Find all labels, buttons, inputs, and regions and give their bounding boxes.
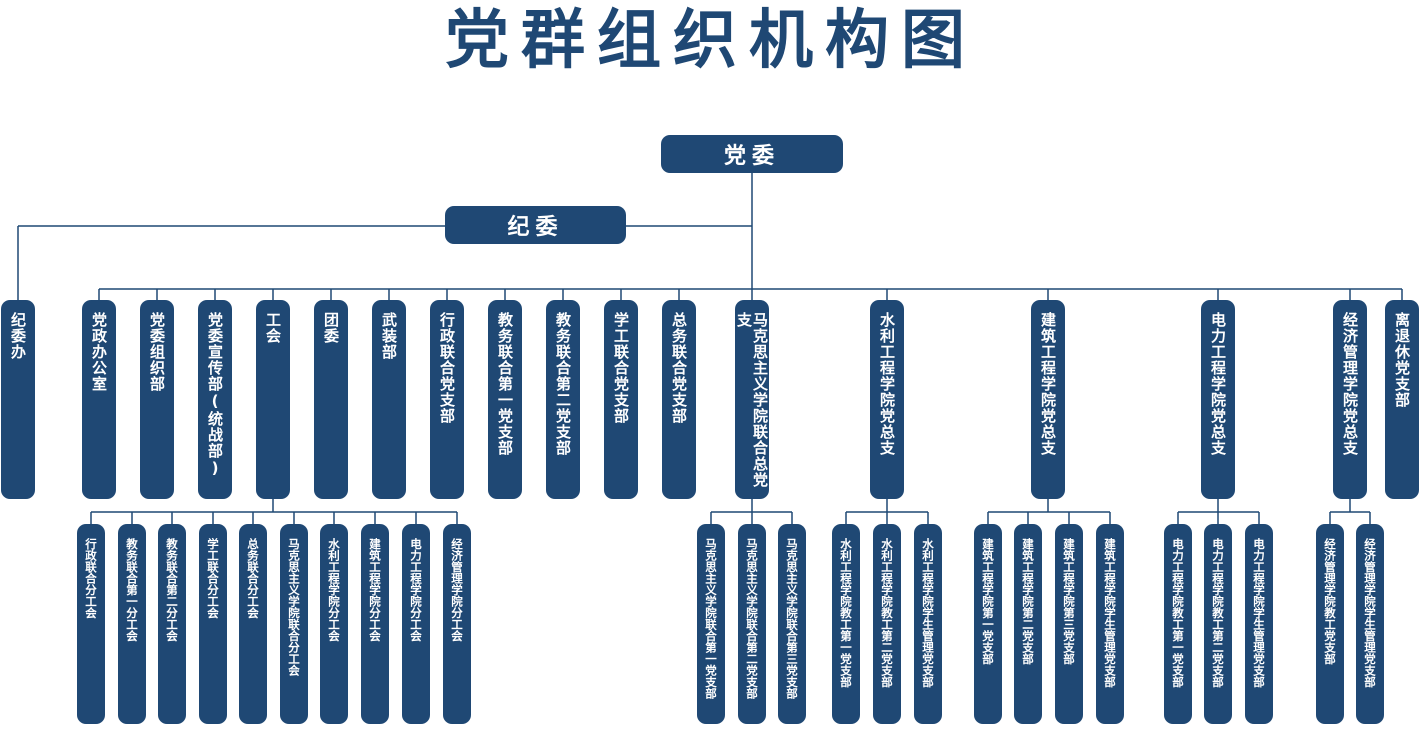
level2-node-jianzhu-0[interactable]: 建筑工程学院第一党支部 (974, 524, 1002, 724)
level2-node-gonghui-6[interactable]: 水利工程学院分工会 (320, 524, 348, 724)
level2-node-dianli-2[interactable]: 电力工程学院学生管理党支部 (1245, 524, 1273, 724)
level2-node-shuili-2[interactable]: 水利工程学院学生管理党支部 (914, 524, 942, 724)
page-title: 党群组织机构图 (445, 4, 977, 78)
level2-node-jianzhu-3[interactable]: 建筑工程学院学生管理党支部 (1096, 524, 1124, 724)
level1-node-jiaowu2[interactable]: 教务联合第二党支部 (546, 300, 580, 499)
level1-node-jingji[interactable]: 经济管理学院党总支 (1333, 300, 1367, 499)
level1-node-dianli[interactable]: 电力工程学院党总支 (1201, 300, 1235, 499)
level2-node-jingji-0[interactable]: 经济管理学院教工党支部 (1316, 524, 1344, 724)
level2-node-jingji-1[interactable]: 经济管理学院学生管理党支部 (1356, 524, 1384, 724)
level1-node-jiweiban[interactable]: 纪委办 (1, 300, 35, 499)
level1-node-shuili[interactable]: 水利工程学院党总支 (870, 300, 904, 499)
level2-node-dianli-0[interactable]: 电力工程学院教工第一党支部 (1164, 524, 1192, 724)
level2-node-gonghui-3[interactable]: 学工联合分工会 (199, 524, 227, 724)
level2-node-makesi-0[interactable]: 马克思主义学院联合第一党支部 (697, 524, 725, 724)
level1-node-jiaowu1[interactable]: 教务联合第一党支部 (488, 300, 522, 499)
level1-node-zongwu[interactable]: 总务联合党支部 (662, 300, 696, 499)
root-node[interactable]: 党委 (661, 135, 843, 173)
level1-node-zuzhi[interactable]: 党委组织部 (140, 300, 174, 499)
level2-node-gonghui-1[interactable]: 教务联合第一分工会 (118, 524, 146, 724)
level1-node-xuegong[interactable]: 学工联合党支部 (604, 300, 638, 499)
level2-node-gonghui-8[interactable]: 电力工程学院分工会 (402, 524, 430, 724)
level2-node-dianli-1[interactable]: 电力工程学院教工第二党支部 (1204, 524, 1232, 724)
level2-node-jianzhu-1[interactable]: 建筑工程学院第二党支部 (1014, 524, 1042, 724)
level2-node-makesi-1[interactable]: 马克思主义学院联合第二党支部 (738, 524, 766, 724)
level2-node-jianzhu-2[interactable]: 建筑工程学院第三党支部 (1055, 524, 1083, 724)
level1-node-dangzheng[interactable]: 党政办公室 (82, 300, 116, 499)
level2-node-shuili-0[interactable]: 水利工程学院教工第一党支部 (832, 524, 860, 724)
level1-node-xingzheng[interactable]: 行政联合党支部 (430, 300, 464, 499)
level1-node-makesi[interactable]: 马克思主义学院联合总党支 (735, 300, 769, 499)
level1-node-tuanwei[interactable]: 团委 (314, 300, 348, 499)
level1-node-gonghui[interactable]: 工会 (256, 300, 290, 499)
level2-node-makesi-2[interactable]: 马克思主义学院联合第三党支部 (778, 524, 806, 724)
level2-node-gonghui-0[interactable]: 行政联合分工会 (77, 524, 105, 724)
discipline-node[interactable]: 纪委 (445, 206, 626, 244)
level1-node-wuzhuang[interactable]: 武装部 (372, 300, 406, 499)
level1-node-lituixiu[interactable]: 离退休党支部 (1385, 300, 1419, 499)
level2-node-shuili-1[interactable]: 水利工程学院教工第二党支部 (873, 524, 901, 724)
level2-node-gonghui-7[interactable]: 建筑工程学院分工会 (361, 524, 389, 724)
level1-node-jianzhu[interactable]: 建筑工程学院党总支 (1031, 300, 1065, 499)
level2-node-gonghui-9[interactable]: 经济管理学院分工会 (443, 524, 471, 724)
level2-node-gonghui-4[interactable]: 总务联合分工会 (239, 524, 267, 724)
level2-node-gonghui-2[interactable]: 教务联合第二分工会 (158, 524, 186, 724)
level2-node-gonghui-5[interactable]: 马克思主义学院联合分工会 (280, 524, 308, 724)
level1-node-xuanchuan[interactable]: 党委宣传部(统战部) (198, 300, 232, 499)
